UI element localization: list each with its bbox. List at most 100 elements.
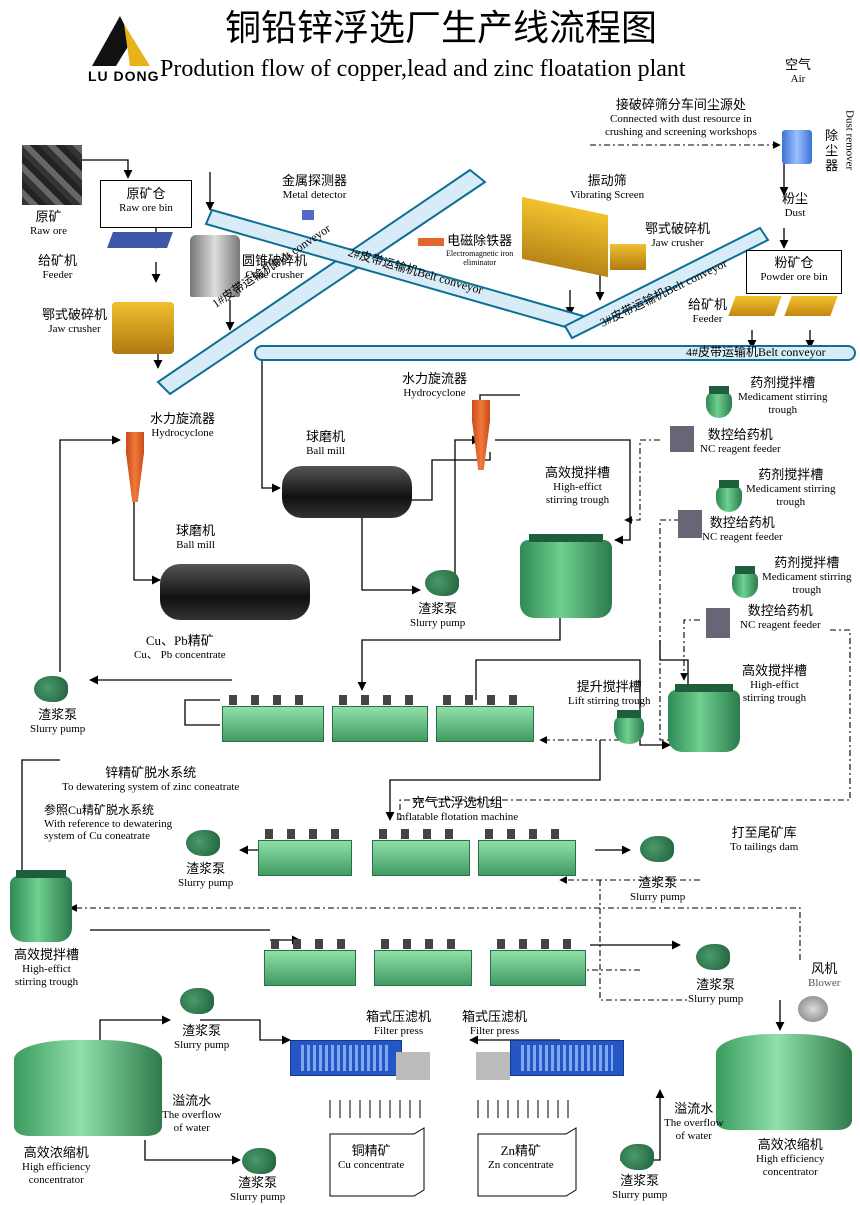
med-trough-2-icon bbox=[716, 480, 742, 512]
flotation-row3-c bbox=[490, 939, 586, 986]
flotation-row1-a bbox=[222, 695, 324, 742]
title-cn: 铜铅锌浮选厂生产线流程图 bbox=[225, 8, 658, 49]
nc-feeder-3-icon bbox=[706, 608, 730, 638]
slurry-pump-bottom-left-icon bbox=[242, 1148, 276, 1174]
slurry-pump-row2-left-icon bbox=[186, 830, 220, 856]
title-en: Prodution flow of copper,lead and zinc f… bbox=[160, 56, 686, 82]
flotation-row1-b bbox=[332, 695, 428, 742]
slurry-pump-left-icon bbox=[34, 676, 68, 702]
feeder-b-icon bbox=[784, 296, 838, 316]
filter-press-right-icon bbox=[510, 1040, 624, 1076]
label-dust-remover: 除尘器 Dust remover bbox=[825, 110, 856, 174]
flotation-row3-b bbox=[374, 939, 472, 986]
slurry-pump-bottom-right-icon bbox=[620, 1144, 654, 1170]
hydrocyclone-left-icon bbox=[126, 432, 144, 502]
label-electromagnetic: 电磁除铁器 Electromagnetic iron eliminator bbox=[446, 233, 514, 268]
nc-feeder-1-icon bbox=[670, 426, 694, 452]
hest-left-icon bbox=[10, 870, 72, 942]
slurry-pump-mid-icon bbox=[425, 570, 459, 596]
ball-mill-top-icon bbox=[282, 466, 412, 518]
med-trough-1-icon bbox=[706, 386, 732, 418]
med-trough-3-icon bbox=[732, 566, 758, 598]
slurry-pump-tailings-icon bbox=[640, 836, 674, 862]
metal-detector-icon bbox=[302, 210, 314, 220]
lift-trough-icon bbox=[614, 710, 644, 744]
hest-top-icon bbox=[520, 534, 612, 618]
belt4-label: 4#皮带运输机Belt conveyor bbox=[686, 345, 826, 359]
flotation-row3-a bbox=[264, 939, 356, 986]
slurry-pump-row3-left-icon bbox=[180, 988, 214, 1014]
hest-mid-icon bbox=[668, 684, 740, 752]
flotation-row2-b bbox=[372, 829, 470, 876]
jaw-crusher-left-icon bbox=[112, 302, 174, 354]
logo bbox=[90, 14, 152, 68]
electromagnet-icon bbox=[418, 238, 444, 246]
filter-press-right-unit-icon bbox=[476, 1052, 510, 1080]
slurry-pump-row3-right-icon bbox=[696, 944, 730, 970]
thickener-right-icon bbox=[716, 1034, 852, 1130]
dust-remover-icon bbox=[782, 130, 812, 164]
logo-mark-icon bbox=[92, 16, 150, 66]
raw-ore-image bbox=[22, 145, 82, 205]
blower-icon bbox=[798, 996, 828, 1022]
filter-press-left-unit-icon bbox=[396, 1052, 430, 1080]
feeder-icon bbox=[107, 232, 173, 248]
flotation-row2-c bbox=[478, 829, 576, 876]
label-dust-source: 接破碎筛分车间尘源处 Connected with dust resource … bbox=[605, 97, 757, 138]
filter-press-left-icon bbox=[290, 1040, 402, 1076]
jaw-crusher-right-icon bbox=[610, 244, 646, 270]
flotation-row1-c bbox=[436, 695, 534, 742]
flotation-row2-a bbox=[258, 829, 352, 876]
thickener-left-icon bbox=[14, 1040, 162, 1136]
hydrocyclone-mid-icon bbox=[472, 400, 490, 470]
feeder-a-icon bbox=[728, 296, 782, 316]
logo-text: LU DONG bbox=[88, 68, 160, 84]
